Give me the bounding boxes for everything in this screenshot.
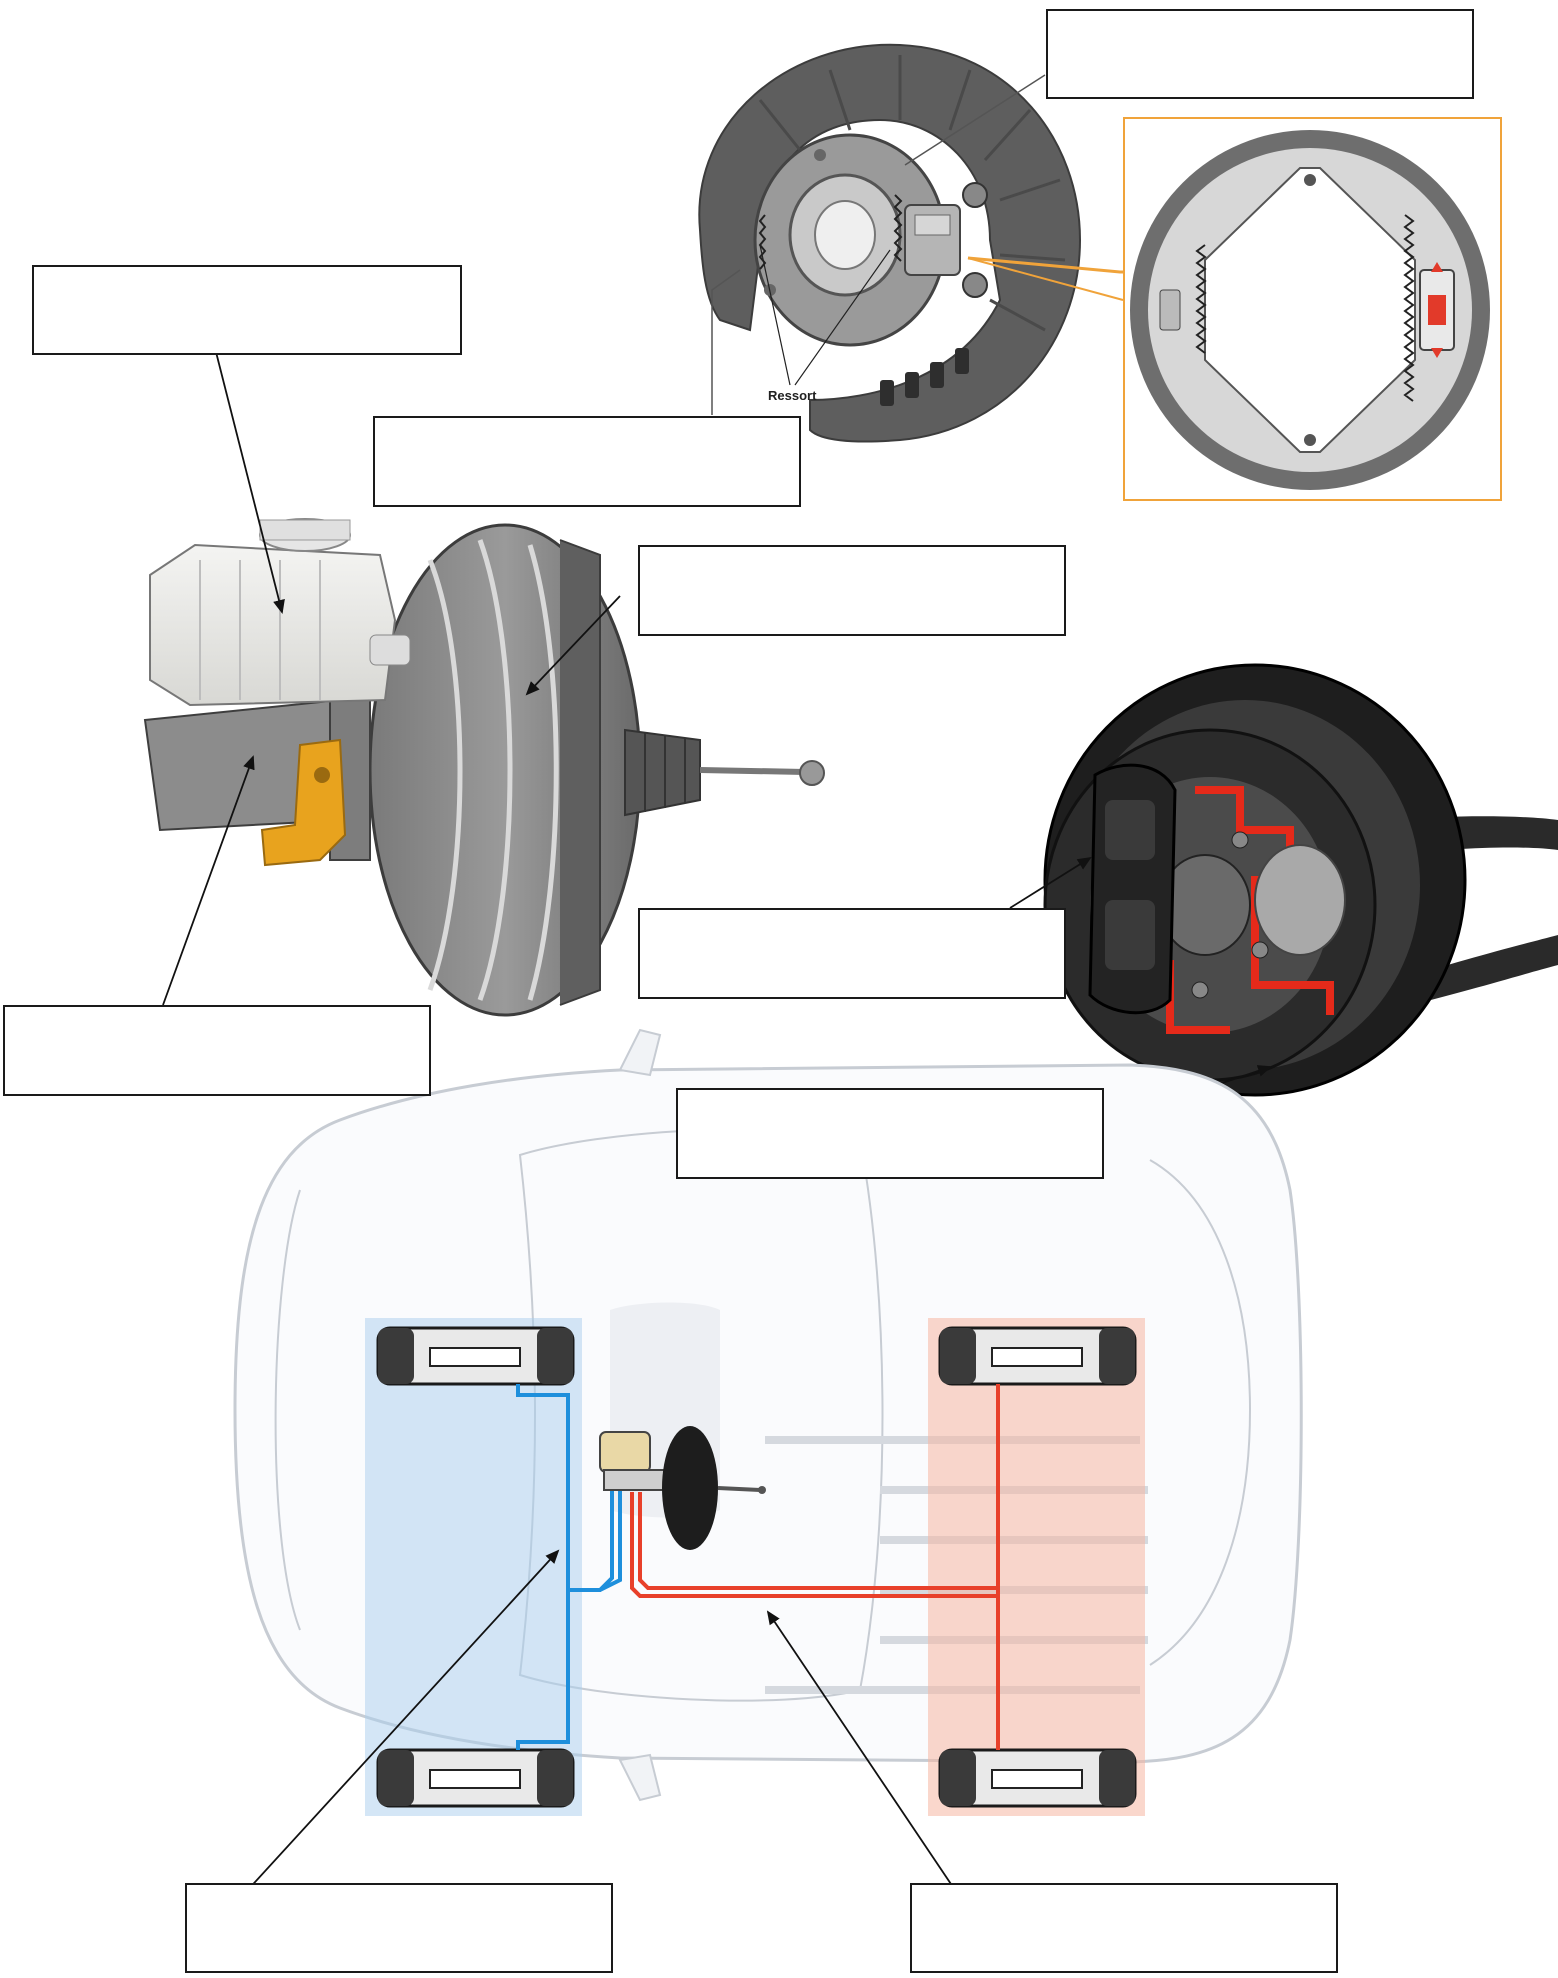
car-front-grille xyxy=(274,1189,301,1631)
answer-box-drum-brake-top[interactable] xyxy=(1046,9,1474,99)
arrow-to-front-circuit xyxy=(244,1549,560,1894)
wheel-rear-left xyxy=(938,1326,1137,1386)
reservoir-ribs xyxy=(199,560,321,700)
backing-plate-ribs xyxy=(758,55,1066,332)
rear-brake-line xyxy=(630,1384,1000,1750)
spring-pointer-right xyxy=(794,249,891,386)
detail-adjuster xyxy=(1159,289,1181,331)
pushrod xyxy=(699,767,806,775)
car-mirror-left xyxy=(618,1028,662,1077)
bracket-bolt xyxy=(314,767,330,783)
detail-piston-arrows xyxy=(1431,262,1443,358)
car-mirror-right xyxy=(618,1753,662,1802)
detail-connector xyxy=(967,256,1123,274)
detail-cylinder-pressure xyxy=(1428,295,1446,325)
wheel-rear-right xyxy=(938,1748,1137,1808)
answer-box-brake-disc[interactable] xyxy=(676,1088,1104,1179)
spring-pointer-left xyxy=(759,244,791,386)
car-rear-window xyxy=(1149,1159,1252,1666)
pushrod-boot xyxy=(624,728,701,817)
arrow-to-caliper xyxy=(1009,856,1092,909)
answer-box-master-cylinder[interactable] xyxy=(3,1005,431,1096)
answer-box-brake-booster[interactable] xyxy=(638,545,1066,636)
leader-shoe-box xyxy=(711,269,741,415)
caliper-lower-housing xyxy=(1105,900,1155,970)
car-master-cylinder xyxy=(599,1426,766,1550)
leader-top-box xyxy=(904,74,1046,166)
pushrod-clevis xyxy=(799,760,825,786)
wheel-cylinder-body xyxy=(914,214,951,236)
axle-arm-lower xyxy=(1400,935,1558,1005)
front-circuit-zone xyxy=(365,1318,582,1816)
answer-box-reservoir[interactable] xyxy=(32,265,462,355)
caliper-piston-housing xyxy=(1105,800,1155,860)
wheel-front-right xyxy=(376,1748,575,1808)
detail-spring-right xyxy=(1403,214,1415,402)
drum-brake-assembly: Ressort xyxy=(698,43,1082,443)
shoe-pin-top xyxy=(814,149,826,161)
wheel-front-left xyxy=(376,1326,575,1386)
boot-folds xyxy=(644,733,686,812)
arrow-to-reservoir xyxy=(215,351,285,614)
booster-rear-shell xyxy=(559,539,601,1006)
detail-spring-left xyxy=(1195,244,1207,354)
front-brake-line xyxy=(516,1384,622,1750)
bleed-bolt-upper xyxy=(962,182,988,208)
car-brake-booster xyxy=(662,1426,718,1550)
reservoir-nipple xyxy=(369,634,411,666)
arrow-to-master-cylinder xyxy=(162,755,255,1006)
reservoir-cap-rim xyxy=(259,519,351,541)
answer-box-brake-shoe[interactable] xyxy=(373,416,801,507)
disc-brake-assembly xyxy=(1043,663,1558,1097)
return-spring-right xyxy=(893,194,903,262)
detail-shoes-outline xyxy=(1204,167,1416,453)
rear-circuit-zone xyxy=(928,1318,1145,1816)
return-spring-left xyxy=(758,214,767,270)
answer-box-caliper[interactable] xyxy=(638,908,1066,999)
fluid-reservoir xyxy=(149,543,397,707)
bleed-bolt-lower xyxy=(962,272,988,298)
spring-label: Ressort xyxy=(768,388,817,403)
answer-box-front-circuit[interactable] xyxy=(185,1883,613,1973)
backing-plate-slots xyxy=(880,348,969,406)
drum-detail-view xyxy=(1130,130,1490,490)
master-cylinder-booster xyxy=(143,518,825,1017)
hub-bore xyxy=(814,200,876,270)
drum-detail-frame xyxy=(1123,117,1502,501)
answer-box-rear-circuit[interactable] xyxy=(910,1883,1338,1973)
arrow-to-rear-circuit xyxy=(766,1610,958,1894)
detail-connector-lower xyxy=(967,257,1124,301)
arrow-to-booster xyxy=(525,595,621,696)
parking-actuator xyxy=(1254,844,1346,956)
